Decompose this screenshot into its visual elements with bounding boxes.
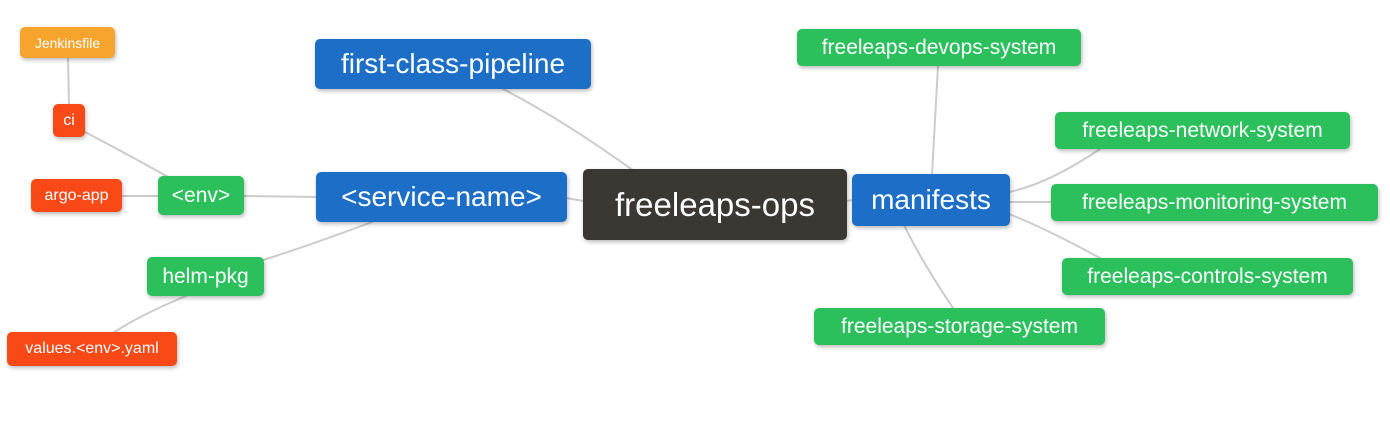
edge-devops-system-manifests	[931, 65, 939, 176]
node-jenkinsfile[interactable]: Jenkinsfile	[20, 27, 115, 58]
node-service-name[interactable]: <service-name>	[316, 172, 567, 222]
node-freeleaps-devops-system[interactable]: freeleaps-devops-system	[797, 29, 1081, 66]
node-freeleaps-network-system[interactable]: freeleaps-network-system	[1055, 112, 1350, 149]
edge-manifests-root	[845, 199, 854, 202]
node-argo-app[interactable]: argo-app	[31, 179, 122, 212]
edge-helm-pkg-service-name	[262, 221, 373, 261]
node-manifests[interactable]: manifests	[852, 174, 1010, 226]
node-ci[interactable]: ci	[53, 104, 85, 137]
node-helm-pkg[interactable]: helm-pkg	[147, 257, 264, 296]
node-freeleaps-controls-system[interactable]: freeleaps-controls-system	[1062, 258, 1353, 295]
edge-controls-system-manifests	[1008, 213, 1101, 259]
node-first-class-pipeline[interactable]: first-class-pipeline	[315, 39, 591, 89]
edge-network-system-manifests	[1008, 148, 1101, 193]
edge-first-class-pipeline-root	[502, 88, 635, 172]
node-freeleaps-monitoring-system[interactable]: freeleaps-monitoring-system	[1051, 184, 1378, 221]
edge-service-name-root	[565, 197, 585, 202]
node-freeleaps-storage-system[interactable]: freeleaps-storage-system	[814, 308, 1105, 345]
node-values-env-yaml[interactable]: values.<env>.yaml	[7, 332, 177, 366]
node-env[interactable]: <env>	[158, 176, 244, 215]
edge-values-env-yaml-helm-pkg	[112, 295, 187, 334]
edge-ci-env	[84, 131, 171, 179]
node-root-freeleaps-ops[interactable]: freeleaps-ops	[583, 169, 847, 240]
edge-env-service-name	[242, 195, 318, 198]
edge-storage-system-manifests	[903, 224, 954, 309]
edge-jenkinsfile-ci	[67, 56, 70, 106]
